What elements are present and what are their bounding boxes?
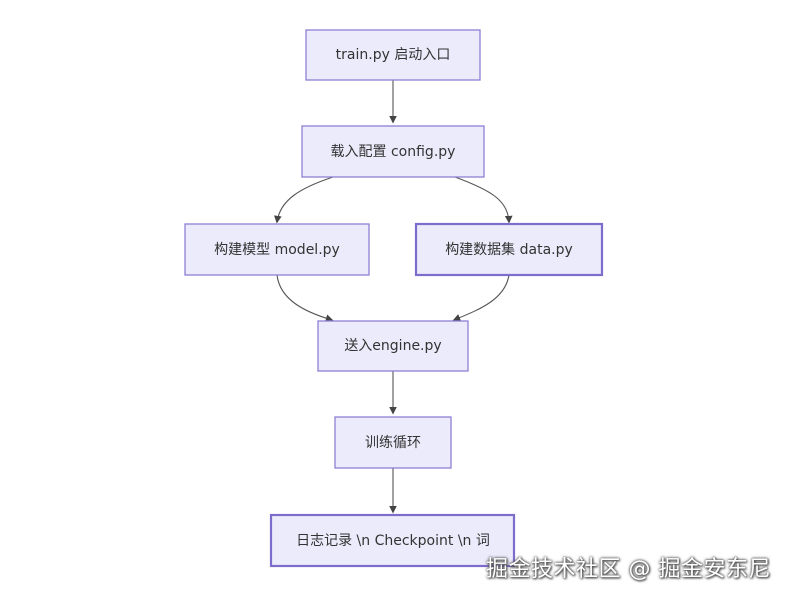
node-config-label: 载入配置 config.py [331, 144, 456, 160]
node-model: 构建模型 model.py [184, 223, 370, 276]
watermark: 掘金技术社区 @ 掘金安东尼 [486, 557, 771, 582]
node-model-label: 构建模型 model.py [214, 242, 340, 258]
node-engine: 送入engine.py [317, 320, 469, 372]
edge-config-data [454, 176, 513, 224]
node-log: 日志记录 \n Checkpoint \n 词 [269, 513, 516, 568]
node-data-label: 构建数据集 data.py [445, 241, 573, 258]
node-engine-label: 送入engine.py [344, 338, 441, 354]
edge-config-model [274, 176, 334, 224]
node-config: 载入配置 config.py [301, 125, 485, 178]
edge-data-engine [452, 274, 510, 322]
node-loop: 训练循环 [334, 416, 452, 469]
node-log-label: 日志记录 \n Checkpoint \n 词 [296, 533, 490, 549]
node-loop-label: 训练循环 [365, 435, 421, 451]
node-data: 构建数据集 data.py [414, 222, 604, 277]
edge-model-engine [276, 274, 334, 322]
node-entry-label: train.py 启动入口 [336, 47, 451, 63]
node-entry: train.py 启动入口 [305, 29, 481, 81]
